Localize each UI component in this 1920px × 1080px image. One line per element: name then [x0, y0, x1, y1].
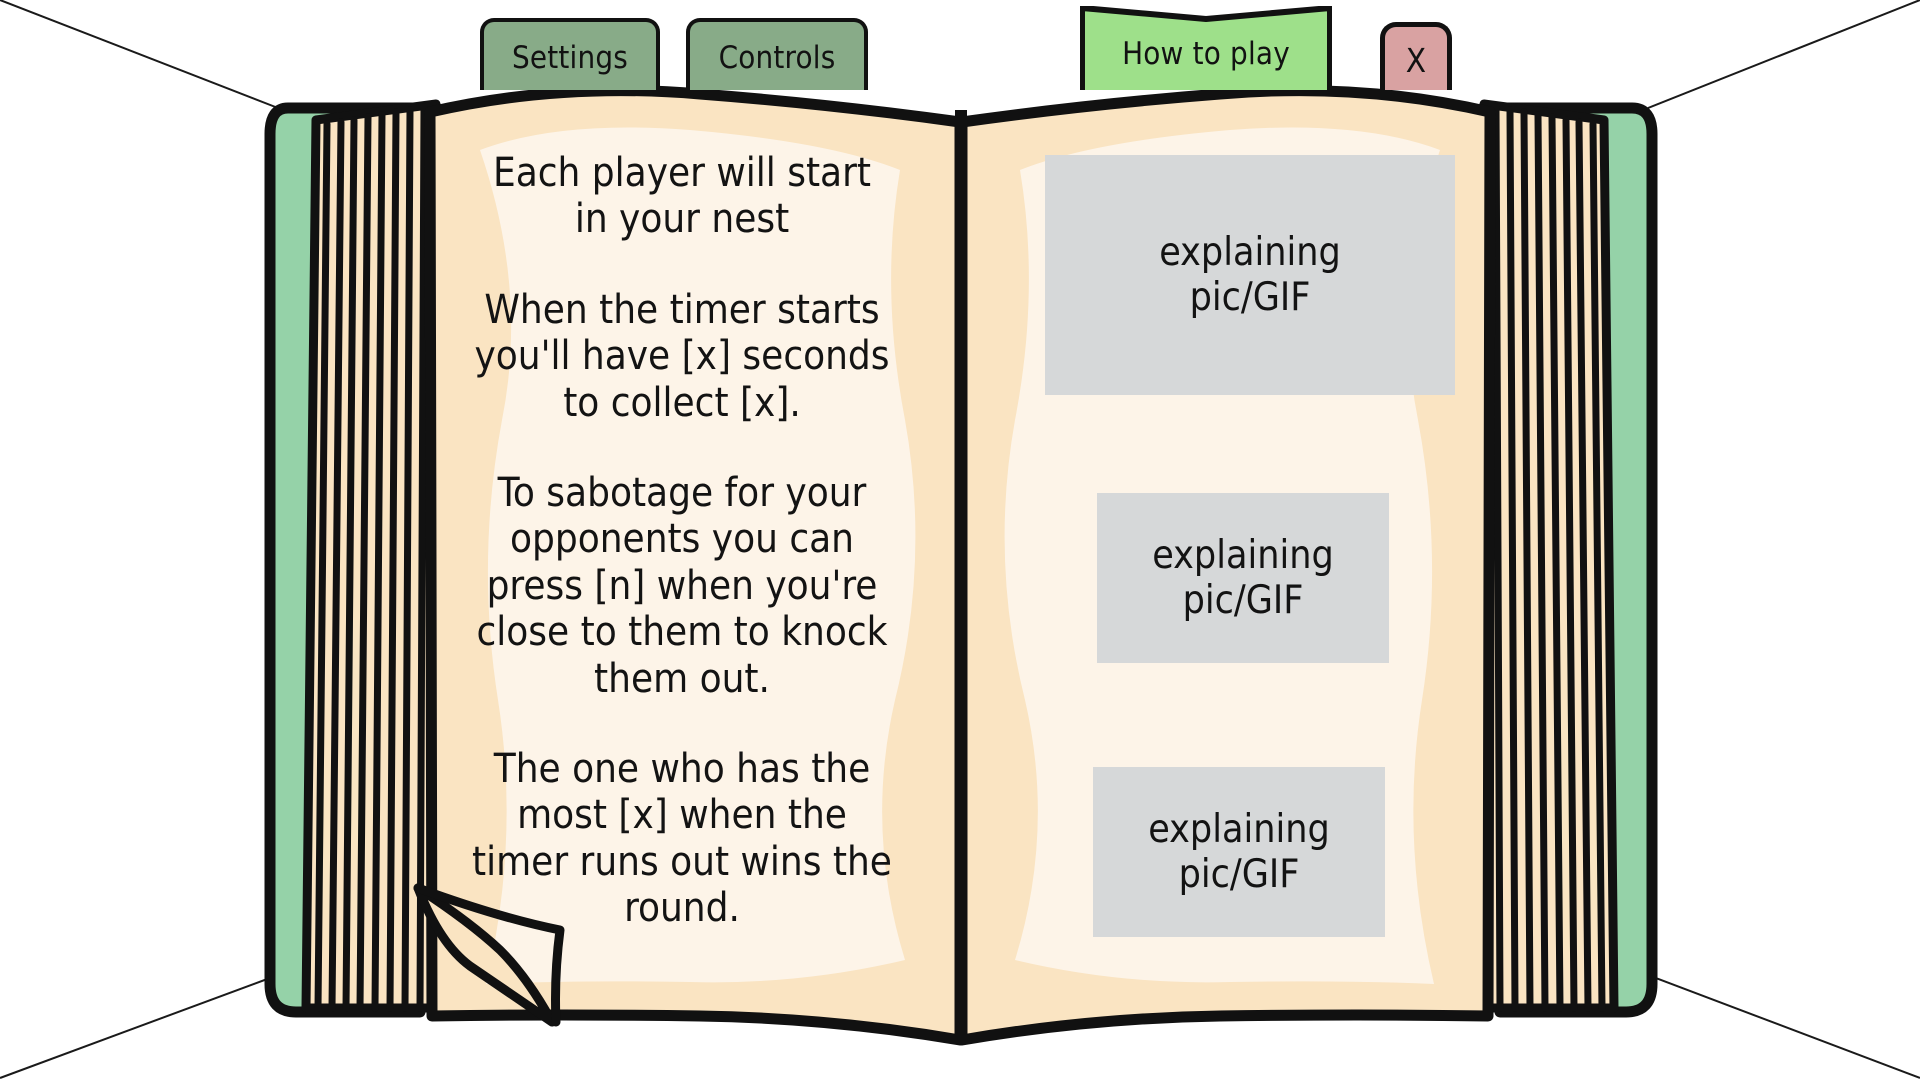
- tab-controls-label: Controls: [718, 40, 836, 76]
- page-curl-fold: [413, 883, 565, 1027]
- media-placeholder-line1: explaining: [1148, 806, 1330, 852]
- close-icon: X: [1405, 41, 1427, 80]
- page-stack-left-lines: [314, 103, 428, 1012]
- media-placeholder-line2: pic/GIF: [1182, 578, 1304, 623]
- tab-bar: Settings Controls How to play X: [0, 0, 1920, 95]
- how-to-play-instructions: Each player will start in your nest When…: [472, 150, 892, 931]
- instruction-paragraph-3: To sabotage for your opponents you can p…: [476, 469, 888, 702]
- media-placeholder-line2: pic/GIF: [1189, 275, 1311, 320]
- tab-how-to-play-label: How to play: [1122, 36, 1290, 72]
- guide-line-top-left: [0, 0, 279, 109]
- tab-how-to-play[interactable]: How to play: [1080, 6, 1332, 90]
- open-page-left-inner-shading: [480, 127, 916, 984]
- tab-settings[interactable]: Settings: [480, 18, 660, 90]
- guide-line-top-right: [1647, 0, 1920, 109]
- page-stack-right-lines: [1492, 103, 1606, 1012]
- media-placeholder-line1: explaining: [1159, 229, 1341, 275]
- instruction-paragraph-2: When the timer starts you'll have [x] se…: [474, 286, 890, 426]
- instruction-paragraph-4: The one who has the most [x] when the ti…: [472, 745, 892, 932]
- media-placeholder: explaining pic/GIF: [1045, 155, 1455, 395]
- media-placeholder: explaining pic/GIF: [1097, 493, 1389, 663]
- tab-settings-label: Settings: [511, 40, 628, 76]
- instruction-paragraph-1: Each player will start in your nest: [492, 150, 871, 243]
- media-placeholder-line2: pic/GIF: [1178, 852, 1300, 897]
- close-button[interactable]: X: [1380, 22, 1452, 90]
- tab-controls[interactable]: Controls: [686, 18, 868, 90]
- media-placeholder: explaining pic/GIF: [1093, 767, 1385, 937]
- guide-line-bottom-left: [0, 974, 279, 1079]
- media-placeholder-column: explaining pic/GIF explaining pic/GIF ex…: [1045, 155, 1465, 937]
- media-placeholder-line1: explaining: [1152, 532, 1334, 578]
- guide-line-bottom-right: [1647, 974, 1920, 1079]
